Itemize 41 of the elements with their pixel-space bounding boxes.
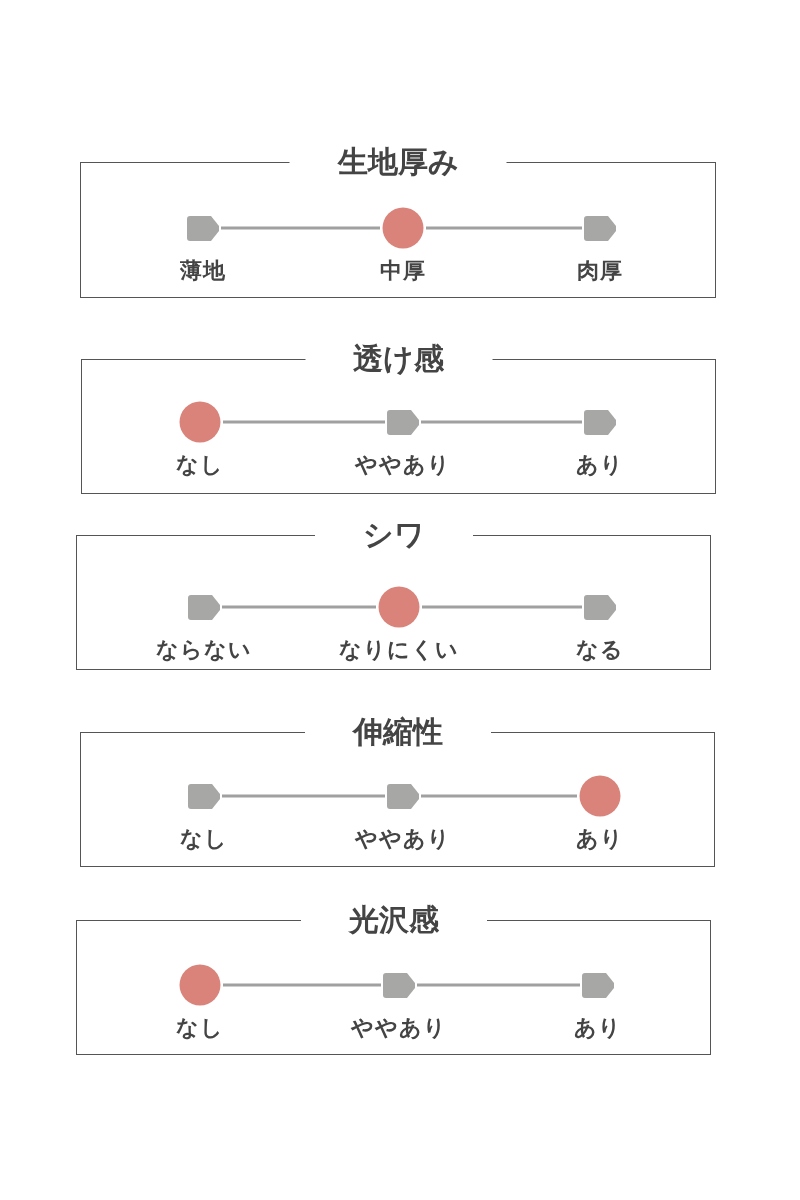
level-marker <box>584 215 616 241</box>
level-marker <box>584 594 616 620</box>
selected-circle <box>179 964 221 1006</box>
level-label: ややあり <box>355 452 451 478</box>
selected-circle <box>179 401 221 443</box>
connector-line <box>221 226 380 230</box>
level-label: なる <box>576 637 624 663</box>
connector-line <box>422 605 582 609</box>
level-marker <box>387 409 419 435</box>
level-label: なし <box>176 1015 224 1041</box>
level-label: ならない <box>156 637 252 663</box>
panel-title: 透け感 <box>305 340 492 378</box>
connector-line <box>417 983 580 987</box>
level-label: ややあり <box>355 826 451 852</box>
connector-line <box>223 983 381 987</box>
level-label: なりにくい <box>339 637 459 663</box>
level-marker <box>383 972 415 998</box>
level-label: 肉厚 <box>577 258 623 284</box>
selected-circle <box>579 775 621 817</box>
level-marker <box>584 409 616 435</box>
level-label: あり <box>576 452 624 478</box>
connector-line <box>426 226 582 230</box>
level-label: あり <box>576 826 624 852</box>
level-label: なし <box>180 826 228 852</box>
level-marker <box>188 594 220 620</box>
level-marker <box>187 215 219 241</box>
level-label: 薄地 <box>180 258 226 284</box>
level-marker <box>188 783 220 809</box>
level-marker <box>582 972 614 998</box>
level-label: ややあり <box>351 1015 447 1041</box>
level-label: なし <box>176 452 224 478</box>
connector-line <box>421 420 582 424</box>
level-label: あり <box>574 1015 622 1041</box>
connector-line <box>222 605 376 609</box>
selected-circle <box>378 586 420 628</box>
connector-line <box>222 794 385 798</box>
level-label: 中厚 <box>380 258 426 284</box>
level-marker <box>387 783 419 809</box>
selected-circle <box>382 207 424 249</box>
connector-line <box>223 420 385 424</box>
connector-line <box>421 794 577 798</box>
